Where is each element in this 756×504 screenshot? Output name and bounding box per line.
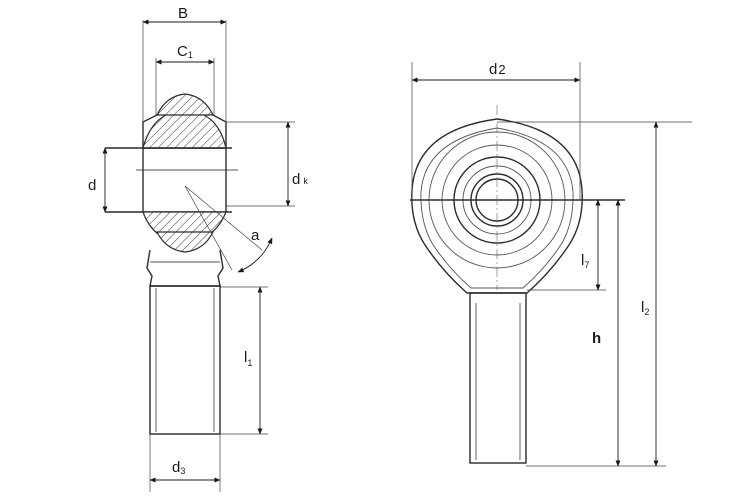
label-d3: d3 xyxy=(172,459,185,476)
angle-arc-a xyxy=(237,237,273,273)
label-l2: l2 xyxy=(641,299,649,317)
label-d: d xyxy=(88,177,96,194)
ball-section-upper xyxy=(156,93,214,116)
shank-body xyxy=(149,285,221,435)
front-view: d2 l7 h l2 xyxy=(410,61,692,467)
label-a: a xyxy=(251,227,260,244)
neck-outline xyxy=(146,249,224,287)
label-h: h xyxy=(592,330,601,347)
housing-section-upper xyxy=(142,113,227,149)
label-l7: l7 xyxy=(581,252,589,270)
label-d2: d2 xyxy=(489,61,506,78)
label-l1: l1 xyxy=(244,349,252,368)
angle-leg-2 xyxy=(184,185,233,271)
label-b: B xyxy=(178,5,188,22)
ball-section-lower xyxy=(156,231,214,253)
label-c1: C1 xyxy=(177,43,193,60)
front-shank xyxy=(469,292,527,464)
